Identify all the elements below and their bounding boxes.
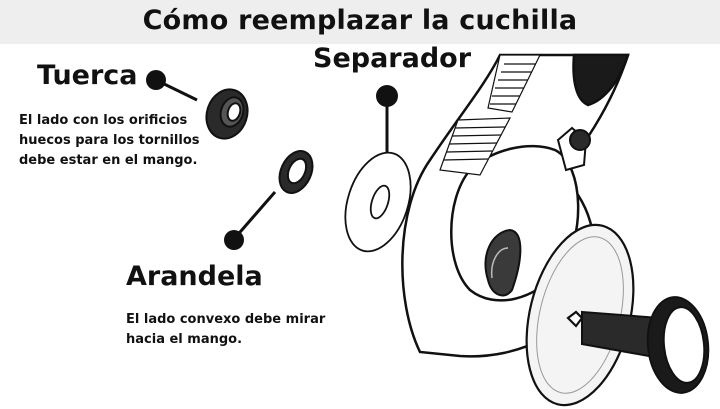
arandela-description-line: El lado convexo debe mirar [126,312,326,327]
tuerca-label: Tuerca [37,60,138,91]
nut-part [205,88,249,140]
callout-separador [376,85,398,152]
tuerca-description-line: El lado con los orificios [19,113,188,128]
callout-tuerca [146,70,198,102]
arandela-description: El lado convexo debe mirar hacia el mang… [126,310,325,350]
callout-arandela [224,191,277,250]
separador-label: Separador [313,43,472,74]
spacer-part [344,151,412,253]
arandela-description-line: hacia el mango. [126,332,243,347]
grip-strips [439,54,541,176]
bolt-hole [484,228,522,297]
washer-part [278,150,314,194]
arandela-label: Arandela [126,261,263,292]
bolt [581,296,710,394]
title-bar [0,0,720,44]
lock-knob [556,126,591,172]
page-title: Cómo reemplazar la cuchilla [142,5,578,36]
tuerca-description-line: debe estar en el mango. [19,153,198,168]
tuerca-description-line: huecos para los tornillos [19,133,200,148]
tuerca-description: El lado con los orificios huecos para lo… [19,111,200,171]
